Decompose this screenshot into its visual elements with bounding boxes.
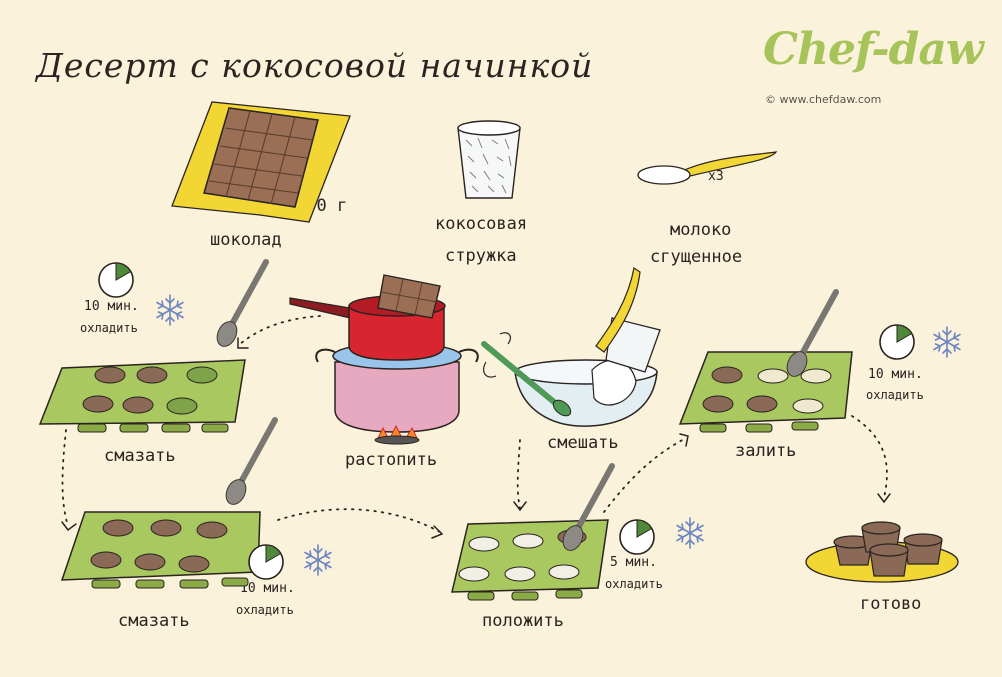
step-done-label: готово	[860, 594, 922, 614]
step-coat1-label: смазать	[104, 446, 176, 466]
timer-icon-2	[248, 544, 284, 580]
mold-coat2-illustration	[60, 420, 275, 589]
timer3-time: 5 мин.	[610, 555, 657, 570]
chocolate-bar-illustration	[171, 101, 351, 223]
coconut-label-1: кокосовая	[435, 214, 528, 234]
snowflake-icon-2	[304, 544, 332, 576]
flow-arrows	[61, 315, 888, 533]
milk-amount: x3	[708, 169, 724, 184]
ready-dessert-illustration	[805, 521, 959, 583]
milk-label-1: молоко	[670, 220, 732, 240]
step-pour-label: залить	[735, 441, 797, 461]
timer1-action: охладить	[80, 321, 138, 335]
timer2-action: охладить	[236, 603, 294, 617]
timer-icon-4	[879, 324, 915, 360]
milk-spoon-illustration	[637, 151, 778, 185]
timer4-time: 10 мин.	[868, 367, 923, 382]
timer-icon-1	[98, 262, 134, 298]
snowflake-icon-3	[676, 517, 704, 549]
step-melt-label: растопить	[345, 450, 438, 470]
snowflake-icon-4	[933, 326, 961, 358]
timer3-action: охладить	[605, 577, 663, 591]
timer2-time: 10 мин.	[240, 581, 295, 596]
mold-place-illustration	[451, 466, 612, 601]
step-coat2-label: смазать	[118, 611, 190, 631]
timer1-time: 10 мин.	[84, 299, 139, 314]
mold-pour-illustration	[678, 292, 853, 433]
mold-coat1-illustration	[38, 262, 266, 433]
double-boiler-illustration	[289, 274, 479, 445]
step-mix-label: смешать	[547, 433, 619, 453]
snowflake-icon-1	[156, 294, 184, 326]
chocolate-label: шоколад	[210, 230, 282, 250]
step-place-label: положить	[482, 611, 564, 631]
brand-logo: Chef-daw	[763, 24, 984, 75]
mixing-bowl-illustration	[481, 266, 661, 427]
timer4-action: охладить	[866, 388, 924, 402]
milk-label-2: сгущенное	[650, 247, 743, 267]
timer-icon-3	[619, 519, 655, 555]
coconut-label-2: стружка	[445, 246, 517, 266]
brand-site: © www.chefdaw.com	[765, 93, 882, 106]
page-title: Десерт с кокосовой начинкой	[36, 46, 594, 85]
coconut-glass-illustration	[457, 120, 521, 199]
